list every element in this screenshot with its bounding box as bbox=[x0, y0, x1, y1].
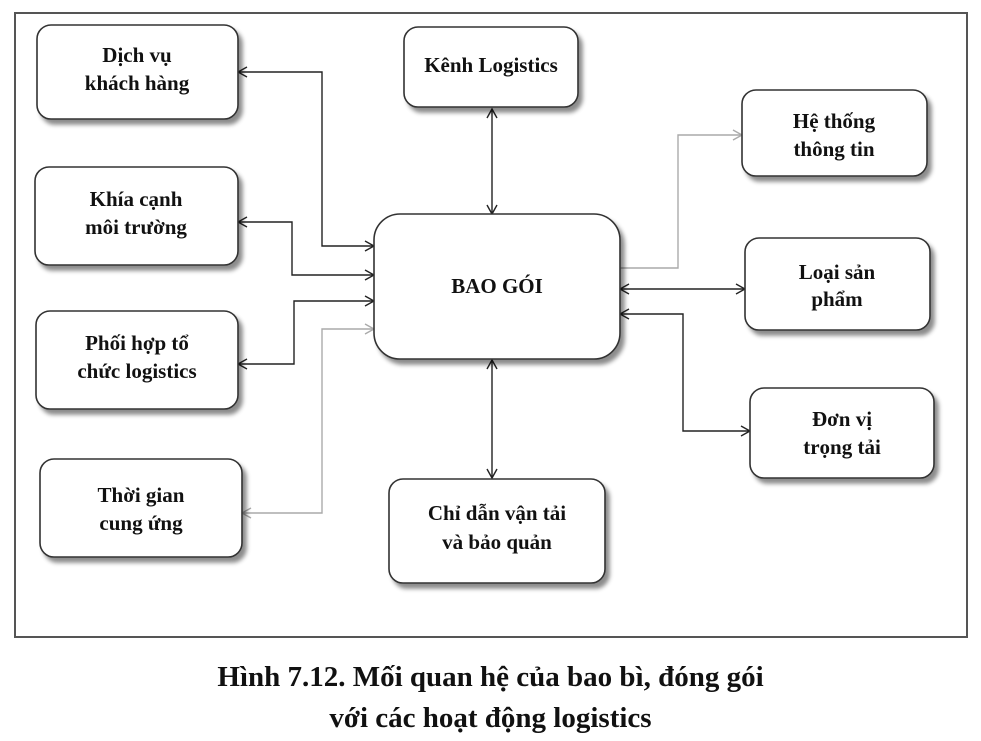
node-label: Phối hợp tổ bbox=[85, 331, 189, 355]
node-label: Khía cạnh bbox=[90, 187, 183, 211]
node-don-vi-trong-tai: Đơn vị trọng tải bbox=[749, 387, 935, 479]
node-chi-dan-van-tai-bao-quan: Chỉ dẫn vận tải và bảo quản bbox=[388, 478, 606, 584]
node-label: cung ứng bbox=[99, 511, 183, 535]
node-phoi-hop-to-chuc-logistics: Phối hợp tổ chức logistics bbox=[35, 310, 239, 410]
node-label: thông tin bbox=[793, 137, 874, 161]
node-label: chức logistics bbox=[77, 359, 196, 383]
node-label: Hệ thống bbox=[793, 109, 876, 133]
connector-he-thong bbox=[620, 129, 744, 269]
diagram-frame bbox=[14, 12, 968, 638]
node-he-thong-thong-tin: Hệ thống thông tin bbox=[741, 89, 928, 177]
node-dich-vu-khach-hang: Dịch vụ khách hàng bbox=[36, 24, 239, 120]
node-loai-san-pham: Loại sản phẩm bbox=[744, 237, 931, 331]
node-thoi-gian-cung-ung: Thời gian cung ứng bbox=[39, 458, 243, 558]
connector-don-vi bbox=[618, 308, 752, 437]
node-khia-canh-moi-truong: Khía cạnh môi trường bbox=[34, 166, 239, 266]
connector-phoi-hop bbox=[236, 295, 376, 370]
node-kenh-logistics: Kênh Logistics bbox=[403, 26, 579, 108]
node-label: Kênh Logistics bbox=[424, 53, 558, 77]
figure-caption-line-1: Hình 7.12. Mối quan hệ của bao bì, đóng … bbox=[217, 661, 764, 693]
connector-dich-vu bbox=[236, 66, 376, 252]
figure-caption-line-2: với các hoạt động logistics bbox=[329, 702, 652, 734]
node-label: khách hàng bbox=[85, 71, 190, 95]
center-label: BAO GÓI bbox=[451, 274, 543, 298]
relationship-diagram: Dịch vụ khách hàng Khía cạnh môi trường … bbox=[34, 24, 935, 584]
node-label: và bảo quản bbox=[442, 530, 552, 554]
node-label: trọng tải bbox=[803, 435, 881, 459]
node-label: môi trường bbox=[85, 215, 187, 239]
node-label: Thời gian bbox=[98, 483, 185, 507]
connector-thoi-gian bbox=[240, 323, 376, 519]
node-bao-goi: BAO GÓI bbox=[373, 213, 621, 360]
node-label: Loại sản bbox=[799, 260, 876, 284]
node-label: Chỉ dẫn vận tải bbox=[428, 501, 566, 525]
connectors bbox=[236, 66, 752, 519]
node-label: phẩm bbox=[811, 287, 863, 311]
node-label: Dịch vụ bbox=[102, 43, 172, 67]
node-label: Đơn vị bbox=[812, 407, 872, 431]
connector-khia-canh bbox=[236, 216, 376, 281]
